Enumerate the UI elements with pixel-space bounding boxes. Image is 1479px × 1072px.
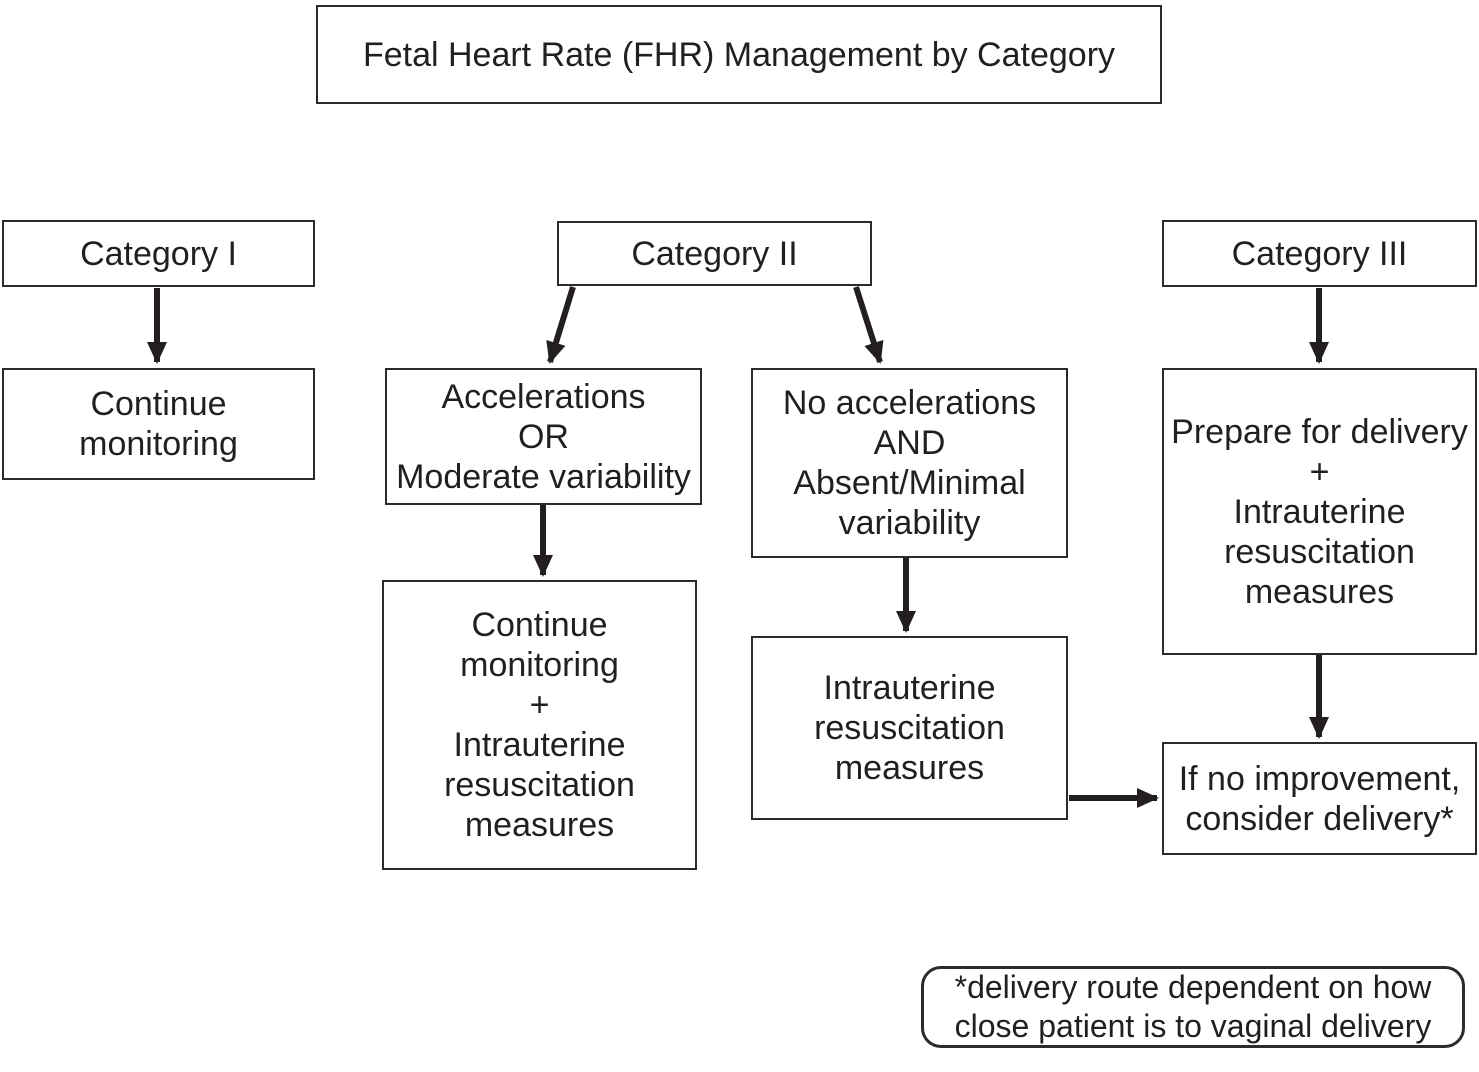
node-prepare-for-delivery-label: Prepare for delivery + Intrauterine resu… bbox=[1171, 412, 1468, 611]
node-category-iii: Category III bbox=[1162, 220, 1477, 287]
node-prepare-for-delivery: Prepare for delivery + Intrauterine resu… bbox=[1162, 368, 1477, 655]
arrow-category-ii-left-branch bbox=[546, 286, 576, 364]
node-category-ii: Category II bbox=[557, 221, 872, 286]
node-continue-monitoring-plus-resuscitation-label: Continue monitoring + Intrauterine resus… bbox=[444, 606, 635, 844]
node-no-accelerations-label: No accelerations AND Absent/Minimal vari… bbox=[782, 384, 1037, 542]
node-accelerations-or-moderate-variability: Accelerations OR Moderate variability bbox=[385, 368, 702, 505]
node-category-i-label: Category I bbox=[80, 234, 237, 273]
footnote-text: *delivery route dependent on how close p… bbox=[954, 969, 1432, 1044]
footnote-box: *delivery route dependent on how close p… bbox=[921, 966, 1465, 1048]
node-category-iii-label: Category III bbox=[1231, 234, 1408, 273]
node-category-ii-label: Category II bbox=[631, 234, 798, 273]
node-if-no-improvement-consider-delivery: If no improvement, consider delivery* bbox=[1162, 742, 1477, 855]
page-title: Fetal Heart Rate (FHR) Management by Cat… bbox=[316, 5, 1162, 104]
node-category-i: Category I bbox=[2, 220, 315, 287]
node-accelerations-label: Accelerations OR Moderate variability bbox=[396, 377, 691, 496]
node-intrauterine-resuscitation-measures-label: Intrauterine resuscitation measures bbox=[814, 669, 1005, 787]
node-no-accelerations-absent-minimal-variability: No accelerations AND Absent/Minimal vari… bbox=[751, 368, 1068, 558]
node-continue-monitoring-label: Continue monitoring bbox=[79, 385, 238, 463]
node-intrauterine-resuscitation-measures: Intrauterine resuscitation measures bbox=[751, 636, 1068, 820]
node-continue-monitoring: Continue monitoring bbox=[2, 368, 315, 480]
page-title-text: Fetal Heart Rate (FHR) Management by Cat… bbox=[362, 35, 1116, 74]
node-if-no-improvement-label: If no improvement, consider delivery* bbox=[1178, 759, 1461, 838]
arrow-category-ii-right-branch bbox=[853, 286, 884, 364]
node-continue-monitoring-plus-resuscitation: Continue monitoring + Intrauterine resus… bbox=[382, 580, 697, 870]
